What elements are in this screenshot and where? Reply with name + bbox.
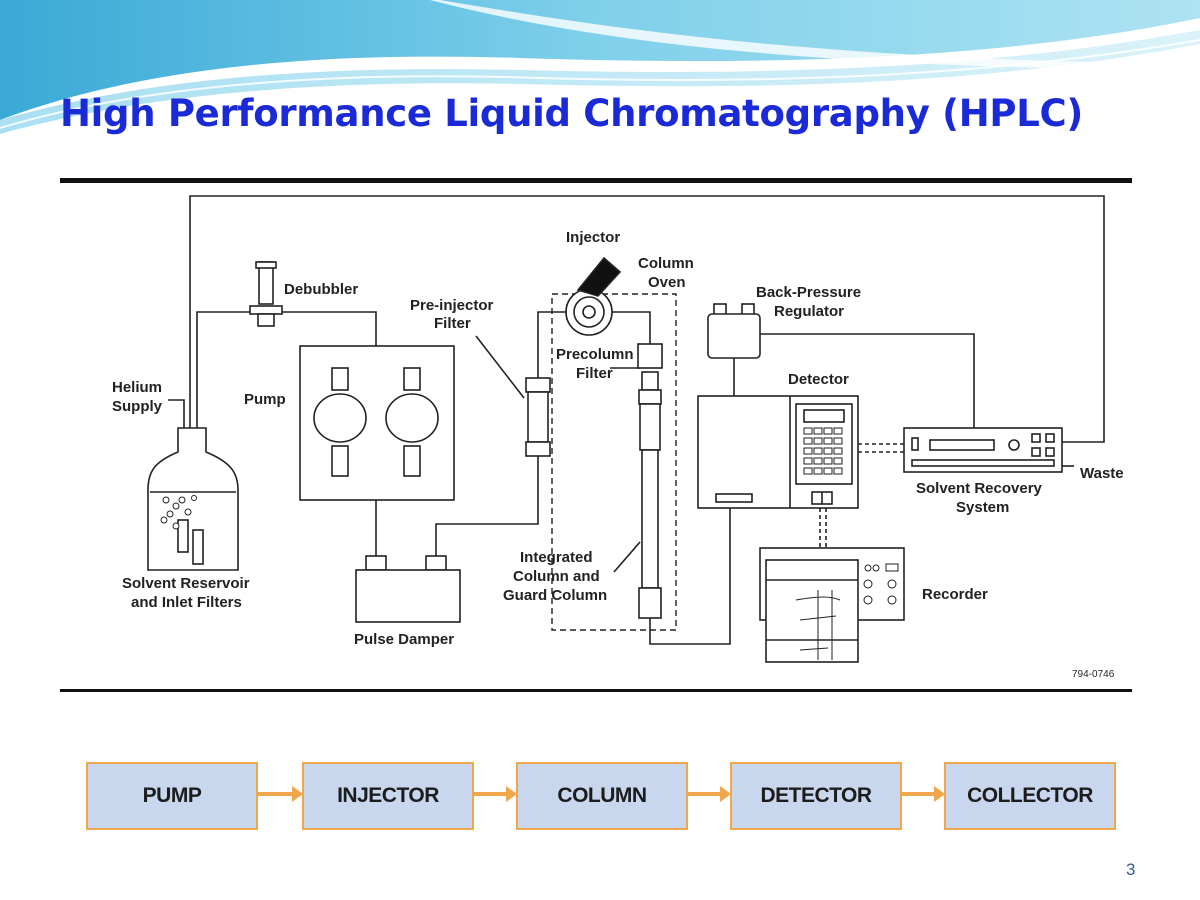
- label-helium-supply-line1: Helium: [112, 379, 162, 396]
- flow-step-column: COLUMN: [516, 762, 688, 830]
- debubbler: [249, 261, 283, 327]
- label-integrated-column-line2: Column and: [513, 568, 600, 585]
- label-back-pressure-line1: Back-Pressure: [756, 284, 861, 301]
- pre-injector-filter: [525, 377, 551, 457]
- flow-arrow-4: [902, 786, 945, 802]
- label-pulse-damper: Pulse Damper: [354, 631, 454, 648]
- label-solvent-recovery-line2: System: [956, 499, 1009, 516]
- label-waste: Waste: [1080, 465, 1124, 482]
- label-precolumn-filter-line2: Filter: [576, 365, 613, 382]
- label-integrated-column-line1: Integrated: [520, 549, 593, 566]
- label-debubbler: Debubbler: [284, 281, 358, 298]
- label-recorder: Recorder: [922, 586, 988, 603]
- label-pre-injector-filter-line1: Pre-injector: [410, 297, 494, 314]
- label-solvent-reservoir-line2: and Inlet Filters: [131, 594, 242, 611]
- label-pre-injector-filter-line2: Filter: [434, 315, 471, 332]
- flow-arrow-2: [474, 786, 517, 802]
- injector-valve: [565, 256, 622, 336]
- label-helium-supply-line2: Supply: [112, 398, 163, 415]
- tubing-lines: [168, 195, 1105, 645]
- label-back-pressure-line2: Regulator: [774, 303, 844, 320]
- page-number: 3: [1126, 860, 1136, 879]
- label-solvent-recovery-line1: Solvent Recovery: [916, 480, 1043, 497]
- label-integrated-column-line3: Guard Column: [503, 587, 607, 604]
- flow-arrow-3: [688, 786, 731, 802]
- signal-lines: [819, 443, 904, 548]
- pulse-damper: [355, 555, 461, 623]
- label-precolumn-filter-line1: Precolumn: [556, 346, 634, 363]
- label-solvent-reservoir-line1: Solvent Reservoir: [122, 575, 250, 592]
- label-column-oven-line2: Oven: [648, 274, 686, 291]
- pump: [299, 345, 455, 501]
- bottom-rule: [60, 689, 1132, 692]
- column: [637, 343, 663, 619]
- flow-step-pump: PUMP: [86, 762, 258, 830]
- top-rule: [60, 178, 1132, 183]
- slide-title: High Performance Liquid Chromatography (…: [60, 92, 1083, 135]
- recorder: [759, 547, 905, 663]
- column-oven-box: [551, 293, 677, 631]
- solvent-reservoir: [147, 427, 239, 571]
- detector: [697, 395, 859, 509]
- label-injector: Injector: [566, 229, 620, 246]
- label-detector: Detector: [788, 371, 849, 388]
- flow-arrow-1: [258, 786, 303, 802]
- flow-step-injector: INJECTOR: [302, 762, 474, 830]
- solvent-recovery-system: [903, 427, 1063, 473]
- flow-step-collector: COLLECTOR: [944, 762, 1116, 830]
- flow-step-detector: DETECTOR: [730, 762, 902, 830]
- back-pressure-regulator: [707, 303, 761, 359]
- label-column-oven-line1: Column: [638, 255, 694, 272]
- label-pump: Pump: [244, 391, 286, 408]
- label-figure-code: 794-0746: [1072, 669, 1115, 680]
